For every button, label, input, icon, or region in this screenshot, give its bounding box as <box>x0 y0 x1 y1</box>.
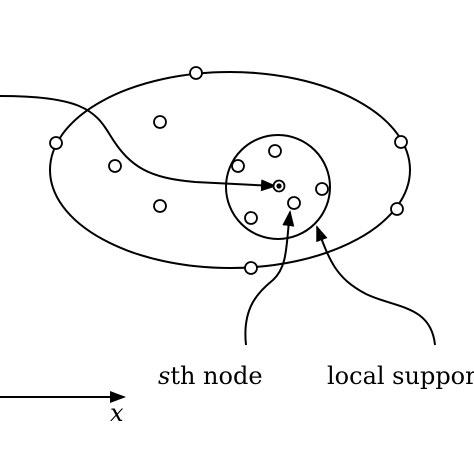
interior-node <box>153 115 167 129</box>
boundary-node <box>189 66 203 80</box>
sth-node-label-symbol: s <box>158 362 170 390</box>
boundary-node <box>390 202 404 216</box>
boundary-node <box>244 261 258 275</box>
sth-node-inner <box>276 183 282 189</box>
interior-node <box>108 159 122 173</box>
support-node <box>231 159 245 173</box>
boundary-node <box>394 135 408 149</box>
sth-node-label: sth node <box>158 362 263 390</box>
boundary-node <box>49 136 63 150</box>
sth-node-arrow <box>244 210 295 346</box>
support-node <box>315 182 329 196</box>
support-node <box>287 196 301 210</box>
support-node <box>268 144 282 158</box>
local-support-label: local support <box>327 362 474 390</box>
domain-boundary <box>49 71 411 269</box>
sth-node-label-text: th node <box>170 362 262 390</box>
local-support-circle <box>225 134 331 240</box>
interior-node <box>153 199 167 213</box>
x-axis-label: x <box>110 399 124 427</box>
node-pointer-curve <box>0 95 277 192</box>
support-node <box>244 211 258 225</box>
local-support-arrow <box>316 225 436 346</box>
